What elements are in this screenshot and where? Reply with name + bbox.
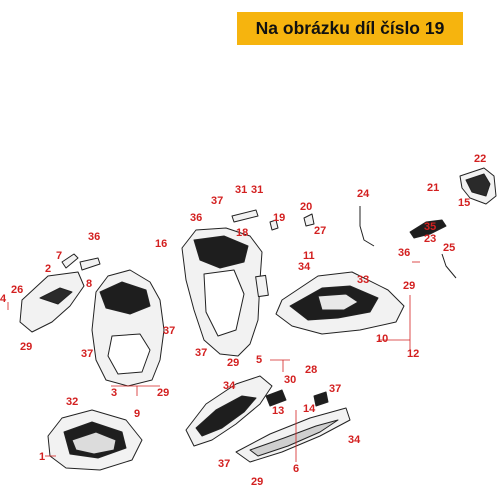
part-bracket-31 [231,209,259,223]
callout-29c: 29 [227,357,239,369]
callout-33: 33 [357,274,369,286]
part-bracket-7 [61,253,79,269]
part-rod-25 [441,253,457,279]
callout-9: 9 [134,408,140,420]
callout-12: 12 [407,348,419,360]
callout-34b: 34 [223,380,236,392]
callout-10: 10 [376,333,388,345]
callout-29a: 29 [403,280,415,292]
callout-28: 28 [305,364,317,376]
callout-29e: 29 [251,476,263,488]
callout-24: 24 [357,188,370,200]
callout-20: 20 [300,201,312,213]
callout-7: 7 [56,250,62,262]
callout-8: 8 [86,278,92,290]
callout-21: 21 [427,182,439,194]
callout-37a: 37 [211,195,223,207]
callout-36c: 36 [398,247,410,259]
callout-31a: 31 [235,184,247,196]
callout-36b: 36 [88,231,100,243]
part-tail-cover [409,219,447,239]
callout-11: 11 [303,250,315,262]
callout-19: 19 [273,212,285,224]
callout-26: 26 [11,284,23,296]
callout-35: 35 [424,221,436,233]
callout-27: 27 [314,225,326,237]
callout-6: 6 [293,463,299,475]
part-rod-24 [359,206,375,247]
callout-37d: 37 [195,347,207,359]
callout-13: 13 [272,405,284,417]
callout-5: 5 [256,354,262,366]
part-plate-17 [255,274,269,298]
callout-34c: 34 [348,434,361,446]
callout-1: 1 [39,451,45,463]
part-cover-14 [313,391,329,407]
callout-37f: 37 [218,458,230,470]
part-bracket-8 [79,257,101,271]
callout-25: 25 [443,242,455,254]
callout-22: 22 [474,153,486,165]
callout-29d: 29 [157,387,169,399]
callout-31b: 31 [251,184,263,196]
callout-36a: 36 [190,212,202,224]
callout-3: 3 [111,387,117,399]
part-number-banner: Na obrázku díl číslo 19 [237,12,463,45]
banner-text: Na obrázku díl číslo 19 [255,18,445,38]
callout-2: 2 [45,263,51,275]
callout-29b: 29 [20,341,32,353]
callout-34a: 34 [298,261,311,273]
part-clip-19 [269,219,279,231]
callout-37e: 37 [329,383,341,395]
part-clip-20 [303,213,315,227]
callout-30: 30 [284,374,296,386]
callout-16: 16 [155,238,167,250]
callout-37c: 37 [81,348,93,360]
callout-15: 15 [458,197,470,209]
callout-14: 14 [303,403,316,415]
callout-32: 32 [66,396,78,408]
callout-37b: 37 [163,325,175,337]
part-cover-13 [265,389,287,407]
callout-4: 4 [0,293,7,305]
callout-23: 23 [424,233,436,245]
callout-18: 18 [236,227,248,239]
